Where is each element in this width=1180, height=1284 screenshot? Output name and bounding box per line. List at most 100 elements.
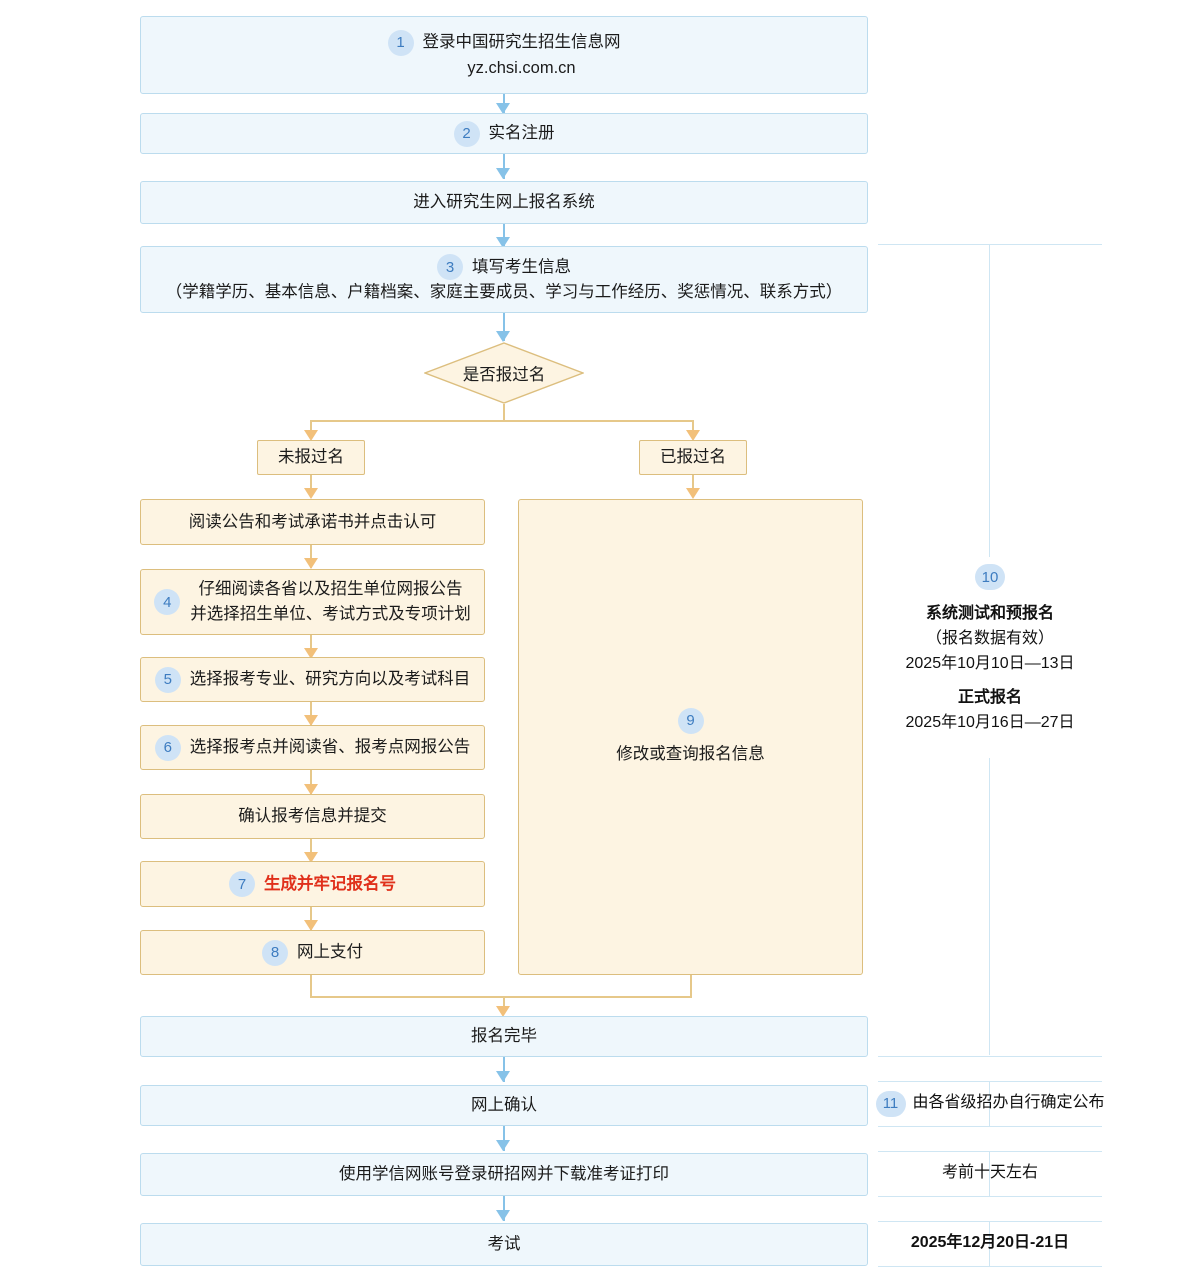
sidebar-divider-7 xyxy=(878,1266,1102,1267)
sidebar-note-admit-card: 考前十天左右 xyxy=(878,1151,1102,1196)
node-registration-complete[interactable]: 报名完毕 xyxy=(140,1016,868,1057)
step-badge-3: 3 xyxy=(437,254,463,281)
sidebar-badge-row: 10 xyxy=(975,564,1005,590)
sidebar-divider-1 xyxy=(878,1056,1102,1057)
arrowhead-t0-t1 xyxy=(496,1071,510,1082)
step-badge-5: 5 xyxy=(154,666,181,693)
arrowhead-split-right xyxy=(686,430,700,441)
tail-3-label: 考试 xyxy=(487,1235,521,1254)
step-3-row: 3 填写考生信息 xyxy=(437,254,571,281)
connector-2-3 xyxy=(503,154,505,179)
arrowhead-l2-l3 xyxy=(304,715,318,726)
arrowhead-merge xyxy=(496,1006,510,1017)
connector-left-branch-down xyxy=(310,475,312,497)
split-stem xyxy=(503,404,505,421)
node-download-admit-card[interactable]: 使用学信网账号登录研招网并下载准考证打印 xyxy=(140,1153,868,1196)
sidebar-note-text-11: 由各省级招办自行确定公布 xyxy=(912,1094,1105,1112)
enter-system-label: 进入研究生网上报名系统 xyxy=(413,193,595,212)
step-badge-7: 7 xyxy=(229,871,255,897)
sidebar-line-5: 2025年10月16日—27日 xyxy=(905,714,1075,732)
node-step-7[interactable]: 7 生成并牢记报名号 xyxy=(140,861,485,907)
sidebar-center-line-upper xyxy=(989,245,990,557)
tail-0-label: 报名完毕 xyxy=(471,1027,537,1046)
tail-1-label: 网上确认 xyxy=(471,1096,537,1115)
connector-l0-l1 xyxy=(310,545,312,568)
left-step-0-label: 阅读公告和考试承诺书并点击认可 xyxy=(188,512,437,531)
step-5-label: 选择报考专业、研究方向以及考试科目 xyxy=(189,670,471,689)
node-step-2[interactable]: 2 实名注册 xyxy=(140,113,868,154)
connector-t1-t2 xyxy=(503,1126,505,1151)
step-badge-4: 4 xyxy=(154,589,181,615)
step-6-label: 选择报考点并阅读省、报考点网报公告 xyxy=(189,738,471,757)
node-step-9[interactable]: 9 修改或查询报名信息 xyxy=(518,499,863,975)
merge-left-stem xyxy=(310,975,312,997)
node-decision-registered-before[interactable]: 是否报过名 xyxy=(424,342,584,404)
step-3-line2: （学籍学历、基本信息、户籍档案、家庭主要成员、学习与工作经历、奖惩情况、联系方式… xyxy=(165,283,843,302)
step-badge-6: 6 xyxy=(154,734,181,761)
arrowhead-step3-decision xyxy=(496,331,510,342)
sidebar-divider-top xyxy=(878,244,1102,245)
step-badge-2: 2 xyxy=(453,120,480,147)
sidebar-divider-3 xyxy=(878,1126,1102,1127)
step-3-line1: 填写考生信息 xyxy=(472,257,571,276)
step-8-row: 8 网上支付 xyxy=(262,939,363,966)
node-step-4[interactable]: 4 仔细阅读各省以及招生单位网报公告 并选择招生单位、考试方式及专项计划 xyxy=(140,569,485,635)
connector-l5-l6 xyxy=(310,907,312,930)
split-bar xyxy=(311,420,694,422)
branch-left-label: 未报过名 xyxy=(278,448,344,467)
sidebar-line-2: 2025年10月10日—13日 xyxy=(905,654,1075,672)
left-step-4-label: 确认报考信息并提交 xyxy=(238,807,387,826)
merge-right-stem xyxy=(690,975,692,997)
branch-right-label: 已报过名 xyxy=(660,448,726,467)
arrowhead-t1-t2 xyxy=(496,1140,510,1151)
step-6-row: 6 选择报考点并阅读省、报考点网报公告 xyxy=(154,734,471,761)
step-badge-9: 9 xyxy=(677,707,704,734)
arrowhead-right-branch xyxy=(686,488,700,499)
arrowhead-l3-l4 xyxy=(304,784,318,795)
step-7-row: 7 生成并牢记报名号 xyxy=(229,871,396,897)
step-5-row: 5 选择报考专业、研究方向以及考试科目 xyxy=(154,666,471,693)
diamond-shape-icon xyxy=(424,342,584,404)
sidebar-note-online-confirmation: 11 由各省级招办自行确定公布 xyxy=(875,1081,1105,1126)
step-4-line1: 仔细阅读各省以及招生单位网报公告 xyxy=(198,580,463,599)
arrowhead-1-2 xyxy=(496,103,510,114)
connector-3-4 xyxy=(503,224,505,248)
node-exam[interactable]: 考试 xyxy=(140,1223,868,1266)
merge-center-drop xyxy=(503,996,505,1012)
arrowhead-l0-l1 xyxy=(304,558,318,569)
arrowhead-t2-t3 xyxy=(496,1210,510,1221)
arrowhead-split-left xyxy=(304,430,318,441)
node-step-8[interactable]: 8 网上支付 xyxy=(140,930,485,975)
split-right-drop xyxy=(692,420,694,437)
connector-t0-t1 xyxy=(503,1057,505,1082)
connector-l2-l3 xyxy=(310,702,312,725)
node-enter-system[interactable]: 进入研究生网上报名系统 xyxy=(140,181,868,224)
split-left-drop xyxy=(310,420,312,437)
connector-l1-l2 xyxy=(310,635,312,658)
node-branch-already-registered[interactable]: 已报过名 xyxy=(639,440,747,475)
merge-bar xyxy=(310,996,692,998)
connector-t2-t3 xyxy=(503,1196,505,1221)
node-step-6[interactable]: 6 选择报考点并阅读省、报考点网报公告 xyxy=(140,725,485,770)
step-2-row: 2 实名注册 xyxy=(453,120,555,147)
step-badge-10: 10 xyxy=(975,564,1005,590)
sidebar-center-line-seg-3 xyxy=(989,1221,990,1266)
node-step-1[interactable]: 1 登录中国研究生招生信息网 yz.chsi.com.cn xyxy=(140,16,868,94)
node-step-3[interactable]: 3 填写考生信息 （学籍学历、基本信息、户籍档案、家庭主要成员、学习与工作经历、… xyxy=(140,246,868,313)
node-read-announcement[interactable]: 阅读公告和考试承诺书并点击认可 xyxy=(140,499,485,545)
node-branch-not-registered[interactable]: 未报过名 xyxy=(257,440,365,475)
arrowhead-left-branch xyxy=(304,488,318,499)
step-1-row: 1 登录中国研究生招生信息网 xyxy=(387,29,621,56)
node-confirm-submit[interactable]: 确认报考信息并提交 xyxy=(140,794,485,839)
node-step-5[interactable]: 5 选择报考专业、研究方向以及考试科目 xyxy=(140,657,485,702)
sidebar-center-line-seg-2 xyxy=(989,1151,990,1196)
sidebar-line-1: （报名数据有效） xyxy=(925,629,1054,647)
sidebar-note-text-exam: 2025年12月20日-21日 xyxy=(910,1234,1070,1252)
node-online-confirmation[interactable]: 网上确认 xyxy=(140,1085,868,1126)
step-8-label: 网上支付 xyxy=(297,943,363,962)
step-7-label: 生成并牢记报名号 xyxy=(264,874,396,893)
step-badge-11: 11 xyxy=(875,1090,906,1117)
step-9-label: 修改或查询报名信息 xyxy=(616,744,765,763)
connector-step3-decision xyxy=(503,313,505,341)
